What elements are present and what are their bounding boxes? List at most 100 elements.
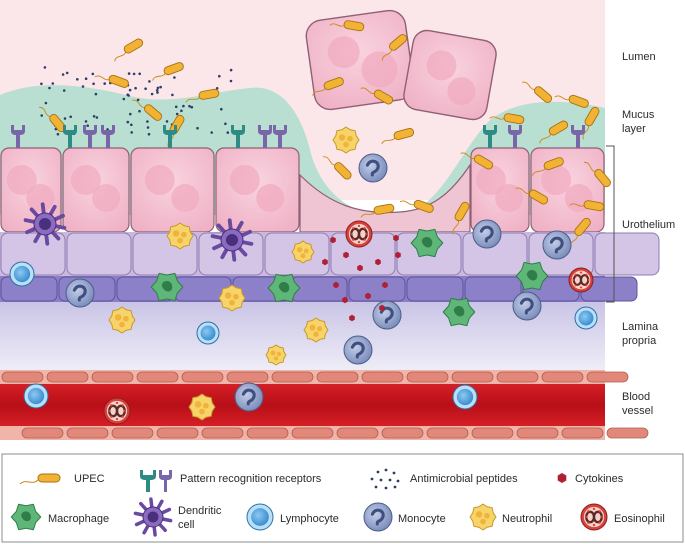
upec-bacterium [360,87,394,105]
upec-bacterium [381,127,415,145]
legend-dendritic-label-1: Dendritic [178,505,222,517]
eosinophil [568,267,594,293]
tlr-receptor [163,125,177,148]
amp-dot [146,126,150,129]
amp-dot [146,120,149,123]
blood-vessel-lumen [0,384,605,426]
endothelial-cell [561,427,604,439]
amp-dot [174,105,178,109]
amp-dot [127,72,131,75]
amp-dot [136,98,140,102]
endothelial-cell [516,427,559,439]
amp-dot [388,478,392,482]
amp-dot [210,131,213,134]
amp-dot [156,91,159,94]
cytokine [349,314,355,322]
endothelial-cell [156,427,199,439]
pattern-recognition-receptors [11,125,585,148]
legend-dendritic-label-2: cell [178,519,195,531]
endothelial-cell [91,371,134,383]
upec-bacterium [584,161,611,188]
amp-dot [92,115,96,118]
macrophage [10,503,42,531]
upec-bacterium [452,201,470,235]
endothelial-cell [381,427,424,439]
amp-dot [226,131,230,134]
endothelial-cell [426,427,469,439]
upec-bacterium [554,94,589,108]
amp-dot [84,77,88,80]
label-lamina-2: propria [622,335,657,347]
monocyte [343,335,373,365]
macrophage [442,297,476,327]
dendritic-cell [133,497,173,537]
amp-dot [155,89,159,92]
umbrella-cell [530,147,605,233]
amp-dot [122,97,126,101]
cytokine [395,251,401,259]
neutrophil [332,126,360,154]
legend-cell-symbols [10,497,608,537]
neutrophil [188,393,216,421]
upec-bacterium [312,77,344,96]
macrophage [515,261,549,291]
basal-cell [66,232,132,276]
upec-bacterium [114,38,144,62]
amp-dot [95,116,99,119]
upec-bacterium [360,203,395,218]
cytokine [375,258,381,266]
endothelial-cells [1,371,649,439]
lymphocyte [574,306,598,330]
amp-dot [229,68,233,72]
amp-dot [138,109,141,113]
legend-box [1,453,684,543]
amp-dot [147,132,151,136]
basement-cell [464,276,522,302]
amp-dot [91,72,95,76]
amp-dot [130,123,133,127]
label-urothelium: Urothelium [622,219,675,231]
upec-bacterium [381,34,408,61]
immune-cells [9,126,598,425]
amp-dot [173,76,176,79]
neutrophil [218,284,246,312]
amp-dot [188,104,191,108]
amp-dot [144,87,147,90]
cytokine [342,296,348,304]
amp-dot [103,82,106,85]
umbrella-cells [0,147,605,233]
monocyte [472,219,502,249]
endothelial-cell [451,371,494,383]
monocyte [542,230,572,260]
monocyte [372,300,402,330]
prr-receptor [101,125,115,148]
endothelial-cell [66,427,109,439]
shed-cell-2 [403,29,497,121]
amp-dot [229,79,233,83]
prr-receptor [258,125,272,148]
amp-dot [175,112,179,116]
amp-dot [393,485,397,489]
upec-bacterium [185,88,220,103]
upec-bacterium [532,157,564,176]
amp-dot [376,470,380,474]
legend-amp-symbol [370,468,400,490]
amp-dot [51,82,55,85]
endothelial-cell [291,427,334,439]
basal-cell [594,232,660,276]
basement-cell [406,276,464,302]
upec-bacterium [522,81,553,103]
upec-bacterium [94,74,129,88]
cytokine [330,236,336,244]
amp-dot [224,122,227,126]
amp-dot [69,115,72,119]
monocyte [358,153,388,183]
amp-dot [84,120,88,123]
monocyte [65,278,95,308]
endothelial-cell [541,371,584,383]
amp-dot [148,80,151,83]
amp-dot [190,105,194,109]
prr-receptor [571,125,585,148]
amp-dot [150,92,154,96]
lymphocyte [9,261,35,287]
